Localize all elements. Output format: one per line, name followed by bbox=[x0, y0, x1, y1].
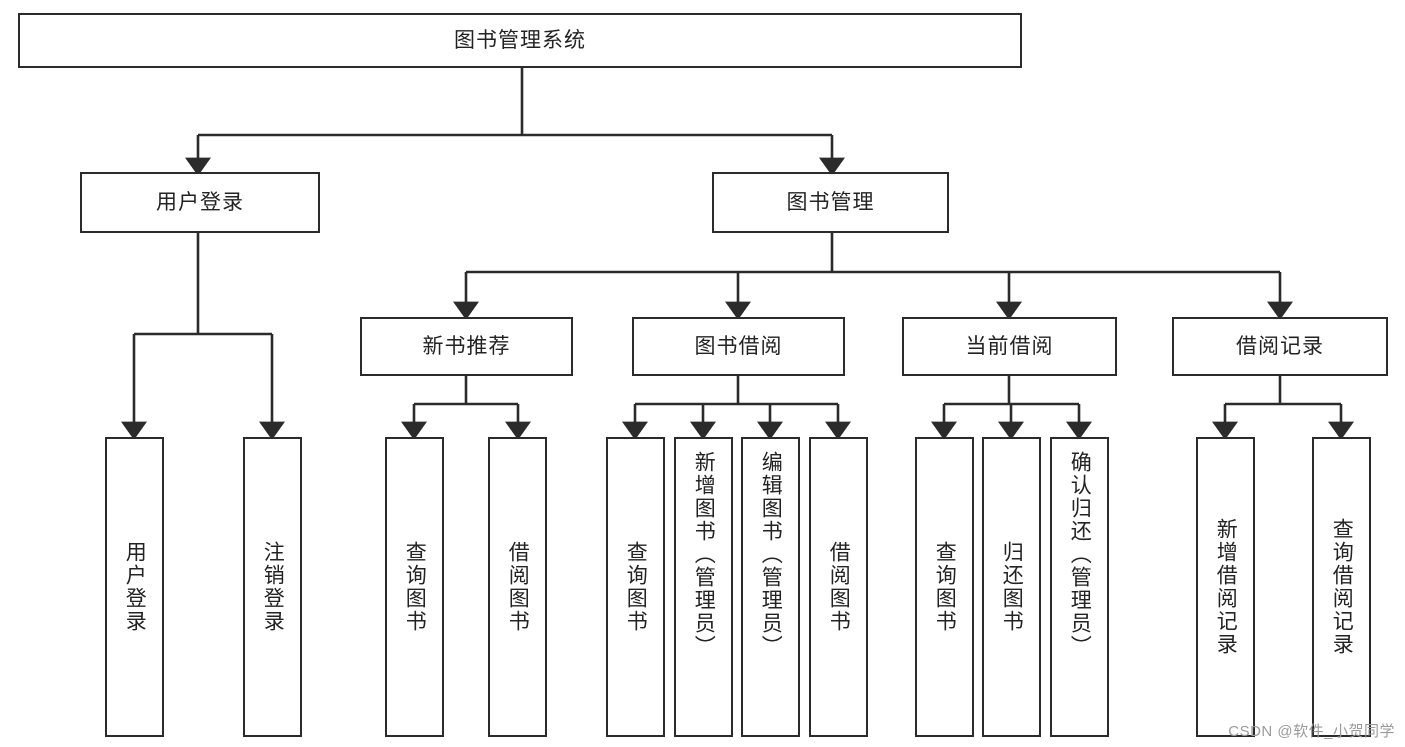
node-label: 图书借阅 bbox=[694, 334, 783, 358]
node-label: 注销登录 bbox=[261, 541, 285, 633]
leaf-record-add-record[interactable]: 新增借阅记录 bbox=[1196, 437, 1255, 737]
node-current-borrow[interactable]: 当前借阅 bbox=[902, 317, 1117, 376]
node-label: 编辑图书（管理员） bbox=[759, 451, 783, 658]
node-label: 查询图书 bbox=[933, 541, 957, 633]
node-label: 用户登录 bbox=[156, 190, 244, 214]
leaf-borrow-edit-book-admin[interactable]: 编辑图书（管理员） bbox=[741, 437, 800, 737]
node-book-management[interactable]: 图书管理 bbox=[712, 172, 949, 233]
node-new-book-recommend[interactable]: 新书推荐 bbox=[360, 317, 573, 376]
leaf-record-query-record[interactable]: 查询借阅记录 bbox=[1312, 437, 1371, 737]
node-root-system[interactable]: 图书管理系统 bbox=[18, 13, 1022, 68]
node-label: 图书管理系统 bbox=[454, 28, 586, 52]
node-label: 查询借阅记录 bbox=[1330, 518, 1354, 656]
node-label: 用户登录 bbox=[123, 541, 147, 633]
leaf-recommend-query-book[interactable]: 查询图书 bbox=[385, 437, 444, 737]
node-label: 新增借阅记录 bbox=[1214, 518, 1238, 656]
node-borrow-record[interactable]: 借阅记录 bbox=[1172, 317, 1388, 376]
node-book-borrow[interactable]: 图书借阅 bbox=[632, 317, 845, 376]
node-label: 确认归还（管理员） bbox=[1068, 451, 1092, 658]
leaf-current-return-book[interactable]: 归还图书 bbox=[982, 437, 1041, 737]
leaf-user-login-logout[interactable]: 注销登录 bbox=[243, 437, 302, 737]
leaf-current-query-book[interactable]: 查询图书 bbox=[915, 437, 974, 737]
leaf-recommend-borrow-book[interactable]: 借阅图书 bbox=[488, 437, 547, 737]
leaf-borrow-borrow-book[interactable]: 借阅图书 bbox=[809, 437, 868, 737]
node-user-login[interactable]: 用户登录 bbox=[80, 172, 320, 233]
watermark: CSDN @软件_小贺同学 bbox=[1228, 723, 1395, 740]
node-label: 图书管理 bbox=[786, 190, 875, 214]
node-label: 借阅图书 bbox=[827, 541, 851, 633]
leaf-borrow-add-book-admin[interactable]: 新增图书（管理员） bbox=[674, 437, 733, 737]
leaf-borrow-query-book[interactable]: 查询图书 bbox=[606, 437, 665, 737]
node-label: 查询图书 bbox=[403, 541, 427, 633]
node-label: 新书推荐 bbox=[422, 334, 511, 358]
node-label: 查询图书 bbox=[624, 541, 648, 633]
leaf-user-login-login[interactable]: 用户登录 bbox=[105, 437, 164, 737]
node-label: 借阅记录 bbox=[1236, 334, 1324, 358]
node-label: 借阅图书 bbox=[506, 541, 530, 633]
node-label: 新增图书（管理员） bbox=[692, 451, 716, 658]
node-label: 归还图书 bbox=[1000, 541, 1024, 633]
node-label: 当前借阅 bbox=[965, 334, 1054, 358]
leaf-current-confirm-return-admin[interactable]: 确认归还（管理员） bbox=[1050, 437, 1109, 737]
